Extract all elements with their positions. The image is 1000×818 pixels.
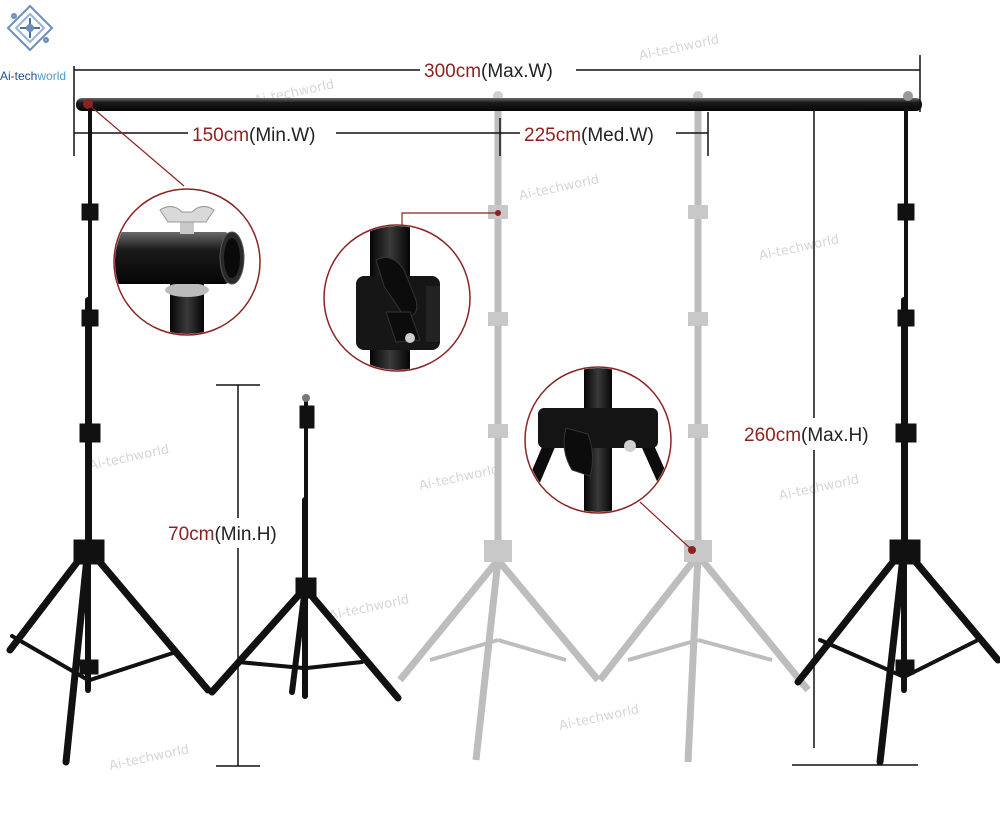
ghost-stand-right xyxy=(597,91,811,763)
svg-text:Ai-techworld: Ai-techworld xyxy=(558,702,641,734)
brand-suffix: world xyxy=(36,69,66,83)
stand-left xyxy=(6,108,212,766)
svg-text:Ai-techworld: Ai-techworld xyxy=(518,172,601,204)
stand-short xyxy=(208,394,402,702)
max-width-value: 300cm xyxy=(424,61,481,82)
svg-text:Ai-techworld: Ai-techworld xyxy=(328,592,411,624)
ghost-stand-middle xyxy=(397,102,601,761)
stand-right xyxy=(794,108,1000,766)
min-height-value: 70cm xyxy=(168,524,214,545)
min-width-value: 150cm xyxy=(192,125,249,146)
brand-prefix: Ai-tech xyxy=(0,69,37,83)
svg-text:Ai-techworld: Ai-techworld xyxy=(108,742,191,774)
min-height-unit: (Min.H) xyxy=(214,524,276,545)
max-height-value: 260cm xyxy=(744,425,801,446)
max-height-label: 260cm(Max.H) xyxy=(744,425,869,446)
tripod-lock-detail xyxy=(524,366,672,514)
brand-logo: Ai-techworld xyxy=(0,4,66,83)
med-width-label: 225cm(Med.W) xyxy=(524,125,654,146)
crossbar-clamp-detail xyxy=(113,188,261,336)
svg-text:Ai-techworld: Ai-techworld xyxy=(418,462,501,494)
circuit-cube-icon xyxy=(6,4,54,52)
svg-text:Ai-techworld: Ai-techworld xyxy=(758,232,841,264)
med-width-unit: (Med.W) xyxy=(581,125,654,146)
svg-text:Ai-techworld: Ai-techworld xyxy=(778,472,861,504)
max-height-unit: (Max.H) xyxy=(801,425,869,446)
svg-text:Ai-techworld: Ai-techworld xyxy=(0,69,66,83)
svg-text:Ai-techworld: Ai-techworld xyxy=(88,442,171,474)
dimension-lines xyxy=(73,55,921,767)
min-height-label: 70cm(Min.H) xyxy=(168,524,277,545)
min-width-unit: (Min.W) xyxy=(249,125,315,146)
svg-text:Ai-techworld: Ai-techworld xyxy=(638,32,721,64)
max-width-unit: (Max.W) xyxy=(481,61,553,82)
max-width-label: 300cm(Max.W) xyxy=(424,61,553,82)
min-width-label: 150cm(Min.W) xyxy=(192,125,316,146)
flip-lock-detail xyxy=(323,224,471,372)
med-width-value: 225cm xyxy=(524,125,581,146)
